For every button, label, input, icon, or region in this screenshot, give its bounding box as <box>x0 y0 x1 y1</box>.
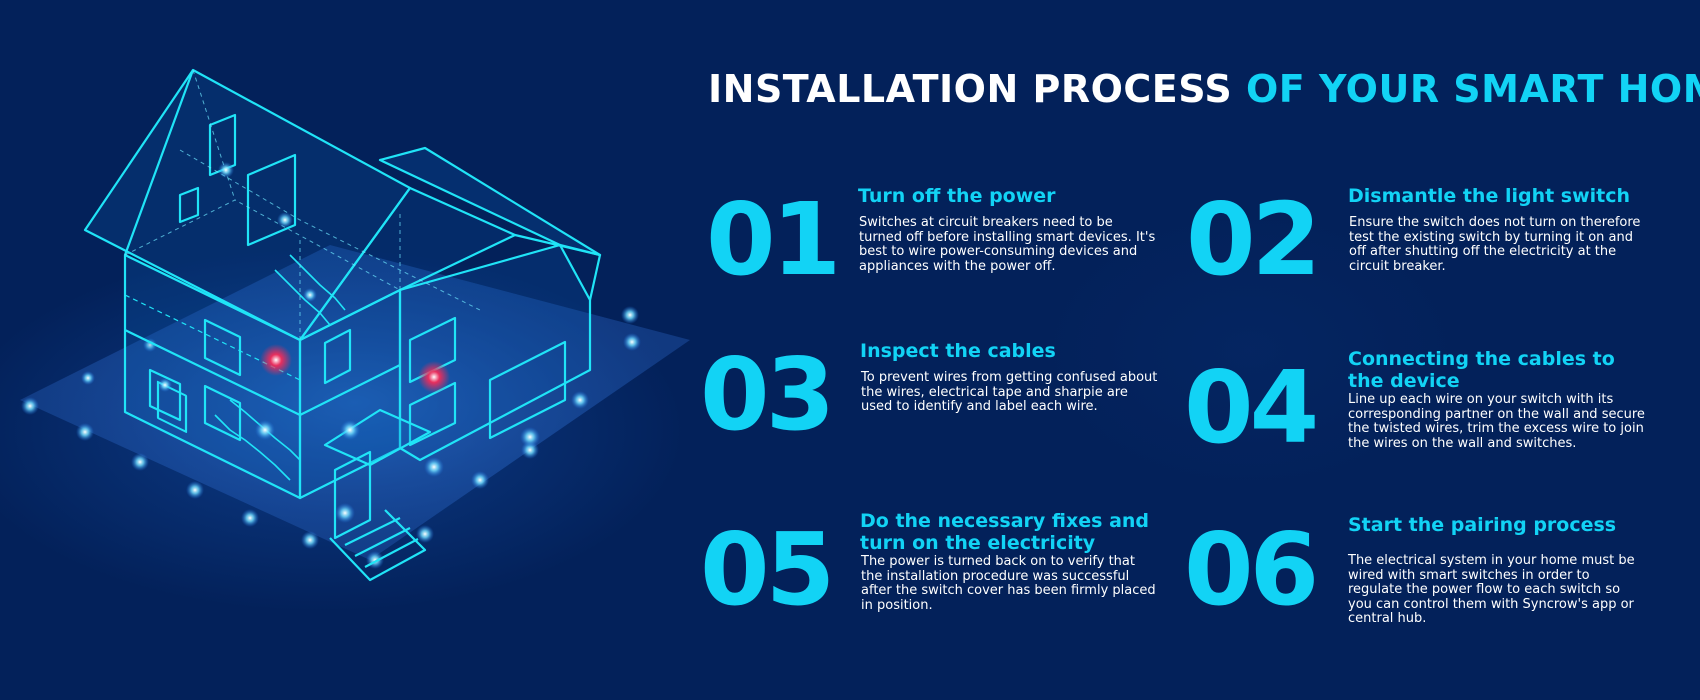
step-description: Line up each wire on your switch with it… <box>1348 392 1645 451</box>
step-04: 04 Connecting the cables to the device L… <box>1184 348 1684 498</box>
step-03: 03 Inspect the cables To prevent wires f… <box>700 336 1200 485</box>
floor-lights <box>21 306 641 569</box>
step-number: 06 <box>1184 511 1319 628</box>
step-number: 05 <box>700 511 835 628</box>
step-description: The power is turned back on to verify th… <box>861 554 1156 613</box>
step-description: Ensure the switch does not turn on there… <box>1349 215 1641 274</box>
step-title: Dismantle the light switch <box>1348 185 1631 207</box>
step-06: 06 Start the pairing process The electri… <box>1184 511 1684 660</box>
step-description: The electrical system in your home must … <box>1348 553 1635 626</box>
step-description: To prevent wires from getting confused a… <box>861 370 1158 414</box>
step-title: Start the pairing process <box>1348 514 1617 536</box>
title-part-accent: OF YOUR SMART HOME <box>1246 67 1700 111</box>
title-part-white: INSTALLATION PROCESS <box>708 67 1233 111</box>
step-title: Inspect the cables <box>860 340 1056 362</box>
step-number: 03 <box>700 336 835 453</box>
smart-home-house-icon <box>20 68 690 582</box>
page-title: INSTALLATION PROCESS OF YOUR SMART HOME <box>708 64 1700 114</box>
step-title: Connecting the cables to the device <box>1348 348 1615 392</box>
step-number: 04 <box>1184 349 1319 466</box>
step-02: 02 Dismantle the light switch Ensure the… <box>1186 181 1686 330</box>
step-title: Turn off the power <box>858 185 1056 207</box>
step-number: 01 <box>706 181 841 298</box>
step-title: Do the necessary fixes and turn on the e… <box>860 510 1150 554</box>
step-number: 02 <box>1186 181 1321 298</box>
step-01: 01 Turn off the power Switches at circui… <box>706 181 1206 330</box>
step-05: 05 Do the necessary fixes and turn on th… <box>700 510 1200 660</box>
step-description: Switches at circuit breakers need to be … <box>859 215 1156 274</box>
